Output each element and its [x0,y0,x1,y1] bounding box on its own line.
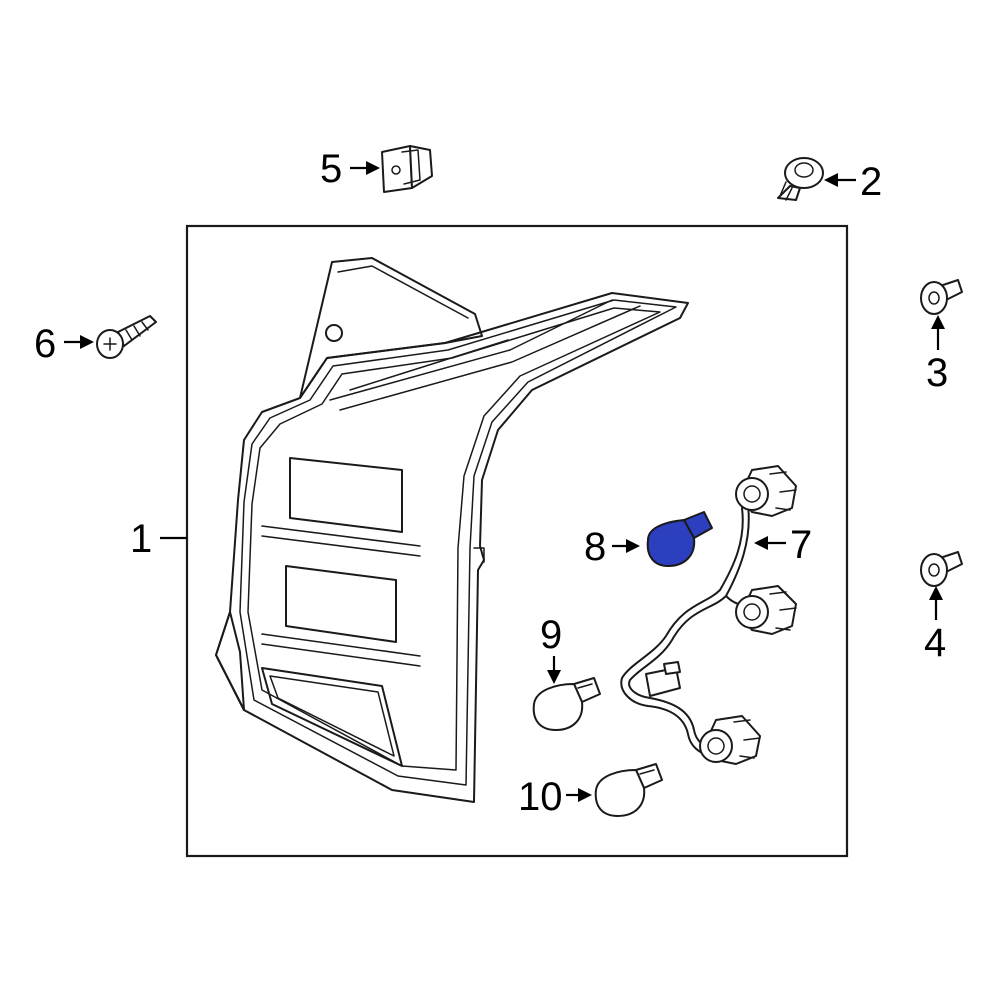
grommet-lower[interactable] [920,551,963,587]
arrow-2 [824,173,856,187]
assembly-frame [185,224,849,858]
callout-5: 5 [320,147,342,191]
arrow-6 [64,335,94,349]
arrow-5 [350,161,380,175]
tail-lamp-assembly[interactable] [215,257,689,803]
callout-2: 2 [860,160,882,204]
arrow-4 [929,586,943,620]
highlighted-bulb[interactable] [646,511,713,567]
callout-6: 6 [34,322,56,366]
bracket-nut[interactable] [381,145,433,193]
bulb-10[interactable] [594,763,663,817]
arrow-3 [931,315,945,350]
callout-9: 9 [540,613,562,657]
callout-1: 1 [130,517,152,561]
callout-3: 3 [926,351,948,395]
arrow-8 [612,539,640,553]
callout-8: 8 [584,525,606,569]
callout-7: 7 [790,523,812,567]
arrow-9 [547,656,561,684]
bulb-9[interactable] [532,677,601,731]
callout-4: 4 [924,621,946,665]
push-clip[interactable] [777,157,824,201]
arrow-7 [754,536,786,550]
socket-wire-harness[interactable] [620,465,797,765]
grommet-upper[interactable] [920,279,963,315]
arrow-10 [566,788,592,802]
callout-10: 10 [518,775,563,819]
screw[interactable] [96,315,157,359]
